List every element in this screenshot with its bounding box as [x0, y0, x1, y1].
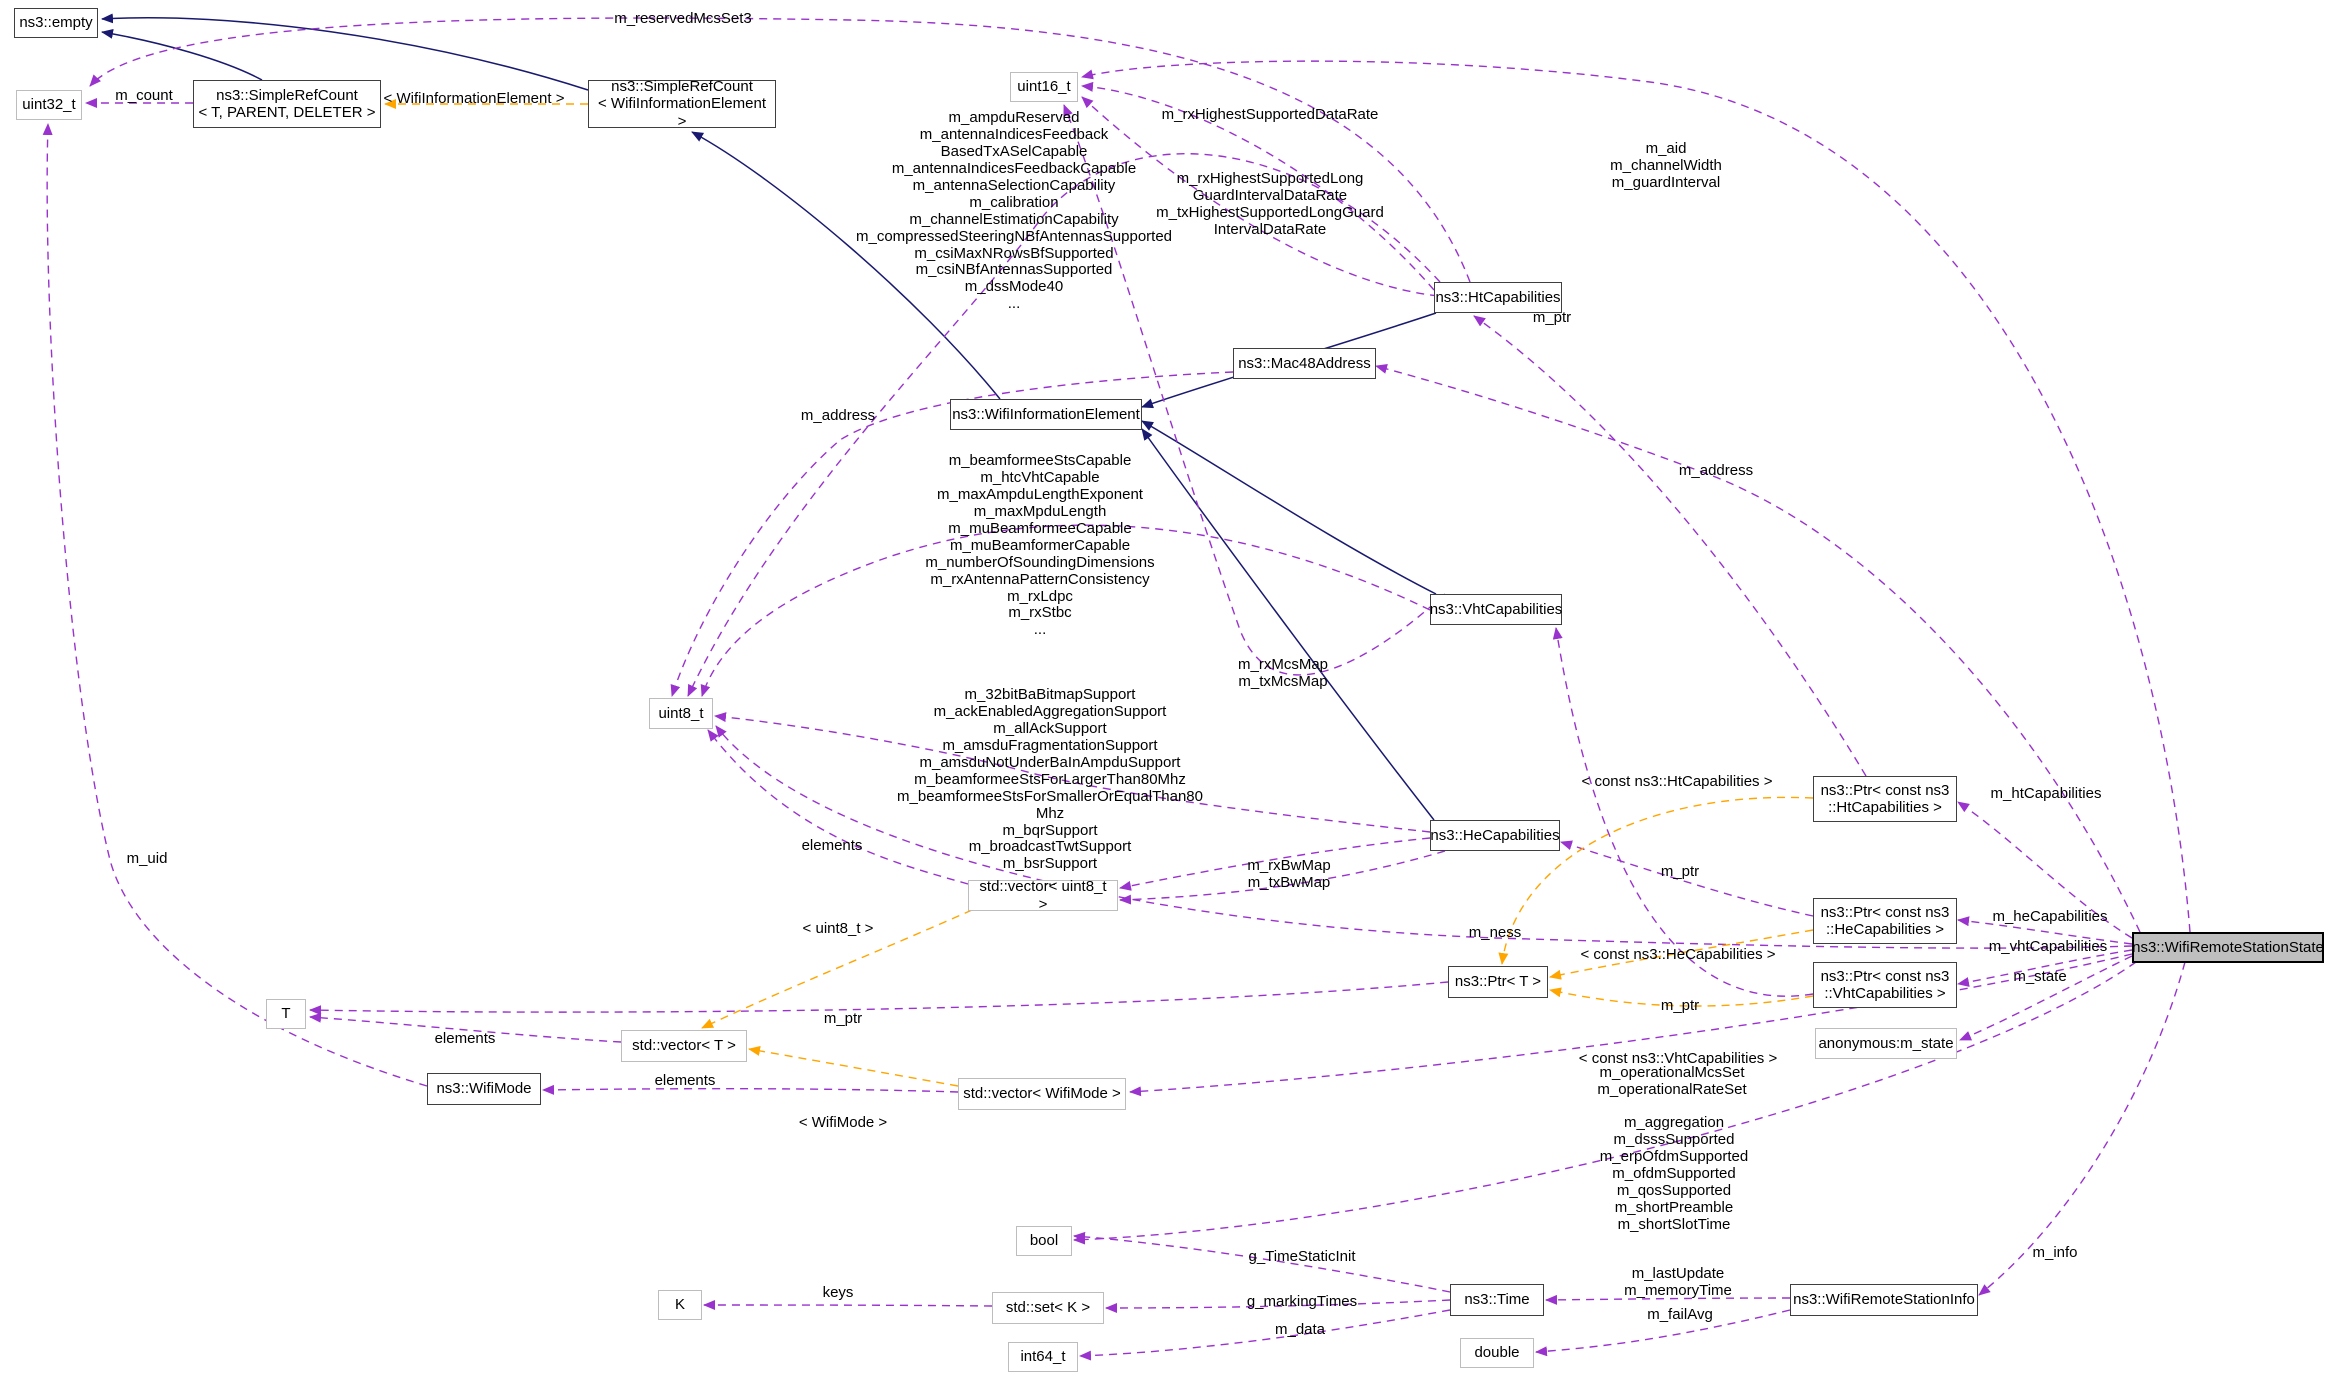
- edge-ptrhe-ptrt-template: [1549, 929, 1814, 980]
- edge-setk-k-keys: [703, 1300, 993, 1311]
- class-node-simplerefcount-wifiinformationelement[interactable]: ns3::SimpleRefCount < WifiInformationEle…: [588, 78, 776, 130]
- class-node-ns3-mac48address[interactable]: ns3::Mac48Address: [1233, 348, 1376, 379]
- type-node-std-vector-t: std::vector< T >: [621, 1030, 747, 1062]
- type-node-double: double: [1460, 1338, 1534, 1368]
- edge-vect-t-elements: [309, 1012, 622, 1043]
- edge-wrss-ptrht-htcapabilities: [1957, 801, 2133, 939]
- edge-vht-inherits-wie: [1141, 420, 1437, 595]
- edge-ptrht-ptrt-template: [1498, 796, 1814, 965]
- edge-ptrvht-vht-mptr: [1552, 627, 1814, 997]
- edge-he-inherits-wie: [1141, 428, 1435, 821]
- class-node-simplerefcount-template[interactable]: ns3::SimpleRefCount < T, PARENT, DELETER…: [193, 80, 381, 128]
- edge-wrss-uint16-aid: [1081, 60, 2191, 933]
- class-node-ns3-time[interactable]: ns3::Time: [1450, 1284, 1544, 1316]
- class-node-ns3-htcapabilities[interactable]: ns3::HtCapabilities: [1434, 282, 1562, 313]
- edge-he-vecu8-second: [1119, 850, 1446, 905]
- type-node-std-set-k: std::set< K >: [992, 1292, 1104, 1324]
- class-node-ns3-ptr-const-htcapabilities[interactable]: ns3::Ptr< const ns3 ::HtCapabilities >: [1813, 776, 1957, 822]
- edge-wrss-mac48-maddress: [1375, 364, 2141, 933]
- class-node-ns3-hecapabilities[interactable]: ns3::HeCapabilities: [1430, 820, 1560, 851]
- edge-vht-uint16-mcsmap: [1063, 104, 1446, 676]
- type-node-k: K: [658, 1290, 702, 1320]
- edge-wie-inherits-srcwie: [691, 131, 1001, 400]
- edge-ptrt-t-mptr: [309, 981, 1449, 1016]
- edge-ht-uint8-ampdublock: [687, 153, 1441, 697]
- edge-ptrht-ht-mptr: [1473, 315, 1867, 777]
- edge-info-double-failavg: [1535, 1309, 1791, 1357]
- type-node-uint16-t: uint16_t: [1010, 72, 1078, 102]
- class-node-ns3-empty[interactable]: ns3::empty: [14, 8, 98, 38]
- edge-vht-uint8-beamformee: [700, 524, 1431, 697]
- edge-vecu8-vect-template: [701, 909, 973, 1029]
- edge-wifimode-uint32-muid: [42, 123, 428, 1087]
- edge-info-time-lastupdate: [1545, 1294, 1791, 1305]
- class-node-ns3-wifiremotestationstate-main: ns3::WifiRemoteStationState: [2132, 932, 2324, 963]
- class-node-ns3-wifiremotestationinfo[interactable]: ns3::WifiRemoteStationInfo: [1790, 1284, 1978, 1316]
- edge-wrss-info-minfo: [1978, 961, 2186, 1296]
- edge-he-vecu8-bwmap: [1119, 837, 1431, 891]
- type-node-bool: bool: [1016, 1226, 1072, 1256]
- type-node-int64-t: int64_t: [1008, 1342, 1078, 1372]
- edge-wrss-vecwm-operational: [1129, 953, 2133, 1097]
- class-node-ns3-ptr-const-hecapabilities[interactable]: ns3::Ptr< const ns3 ::HeCapabilities >: [1813, 898, 1957, 944]
- edge-mac48-uint8-maddress: [670, 371, 1234, 697]
- type-node-uint8-t: uint8_t: [649, 698, 713, 729]
- edge-time-int64-mdata: [1079, 1309, 1451, 1361]
- edge-wrss-ptrvht-vhtcapabilities: [1957, 949, 2133, 987]
- edge-time-bool-timestaticinit: [1073, 1231, 1451, 1293]
- edge-ht-uint16-longguard: [1081, 96, 1439, 297]
- edge-he-uint8-bablock: [714, 712, 1431, 833]
- edge-vecu8-uint8-elements: [707, 729, 969, 885]
- class-node-ns3-wifiinformationelement[interactable]: ns3::WifiInformationElement: [950, 399, 1142, 430]
- edge-vecwm-wifimode-elements: [542, 1084, 959, 1095]
- edge-ptrhe-he-mptr: [1560, 840, 1814, 917]
- edge-ht-uint16-rxhighest: [1081, 81, 1435, 291]
- edge-wrss-anon-mstate: [1959, 955, 2133, 1041]
- edge-srct-inherits-empty: [101, 28, 263, 81]
- edge-vecwm-vect-template: [748, 1045, 959, 1087]
- edge-wrss-ptrhe-hecapabilities: [1957, 916, 2133, 945]
- edge-ht-uint32-reservedmcsset3: [89, 17, 1471, 283]
- edge-time-setk-markingtimes: [1105, 1299, 1451, 1313]
- type-node-t: T: [266, 999, 306, 1029]
- type-node-std-vector-uint8-t: std::vector< uint8_t >: [968, 878, 1118, 913]
- edge-wrss-bool-aggregation: [1073, 961, 2137, 1245]
- edge-srcwie-inherits-empty: [101, 13, 589, 91]
- type-node-uint32-t: uint32_t: [16, 90, 82, 120]
- type-node-anonymous-m-state: anonymous:m_state: [1815, 1028, 1957, 1059]
- edge-ptrvht-ptrt-template: [1549, 987, 1814, 1007]
- class-node-ns3-ptr-t[interactable]: ns3::Ptr< T >: [1448, 966, 1548, 998]
- class-node-ns3-wifimode[interactable]: ns3::WifiMode: [427, 1073, 541, 1105]
- class-node-ns3-ptr-const-vhtcapabilities[interactable]: ns3::Ptr< const ns3 ::VhtCapabilities >: [1813, 962, 1957, 1008]
- type-node-std-vector-wifimode: std::vector< WifiMode >: [958, 1078, 1126, 1110]
- class-node-ns3-vhtcapabilities[interactable]: ns3::VhtCapabilities: [1430, 594, 1562, 625]
